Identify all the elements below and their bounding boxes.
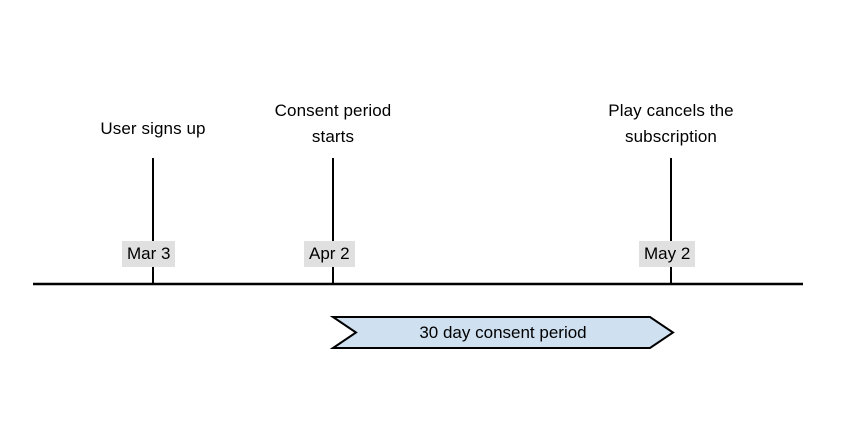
- milestone-date-chip-may-2: May 2: [639, 241, 696, 267]
- milestone-date-chip-mar-3: Mar 3: [122, 241, 176, 267]
- milestone-label-user-signs-up: User signs up: [100, 119, 206, 138]
- milestone-date-chip-apr-2: Apr 2: [304, 241, 355, 267]
- consent-period-band-label: 30 day consent period: [419, 323, 587, 342]
- consent-period-band-shape: [329, 316, 675, 349]
